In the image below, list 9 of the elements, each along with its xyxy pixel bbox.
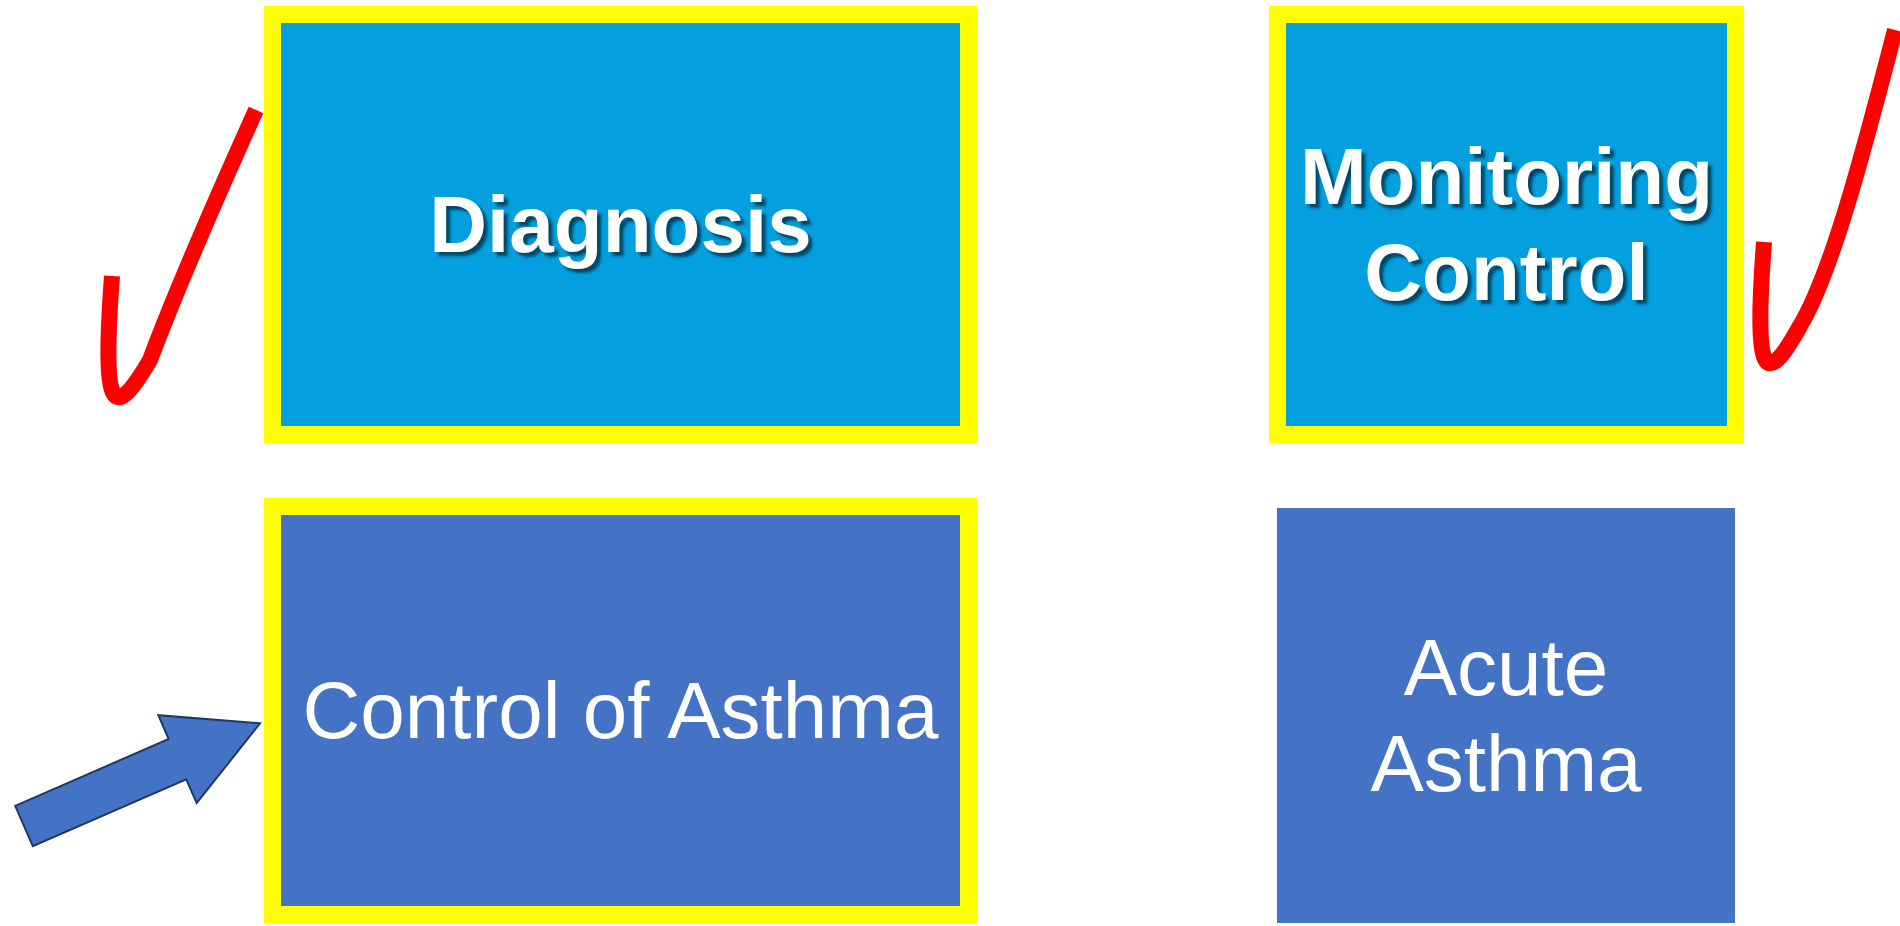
text-box xyxy=(1277,508,1735,923)
box-label: Control of Asthma xyxy=(302,664,939,757)
text-box xyxy=(264,498,977,923)
block-arrow xyxy=(13,714,262,848)
box-label: Acute Asthma xyxy=(1369,621,1643,810)
text-box xyxy=(264,6,977,443)
box-label: Diagnosis xyxy=(429,178,812,271)
text-box xyxy=(1269,6,1744,443)
box-label: Monitoring Control xyxy=(1298,130,1715,319)
